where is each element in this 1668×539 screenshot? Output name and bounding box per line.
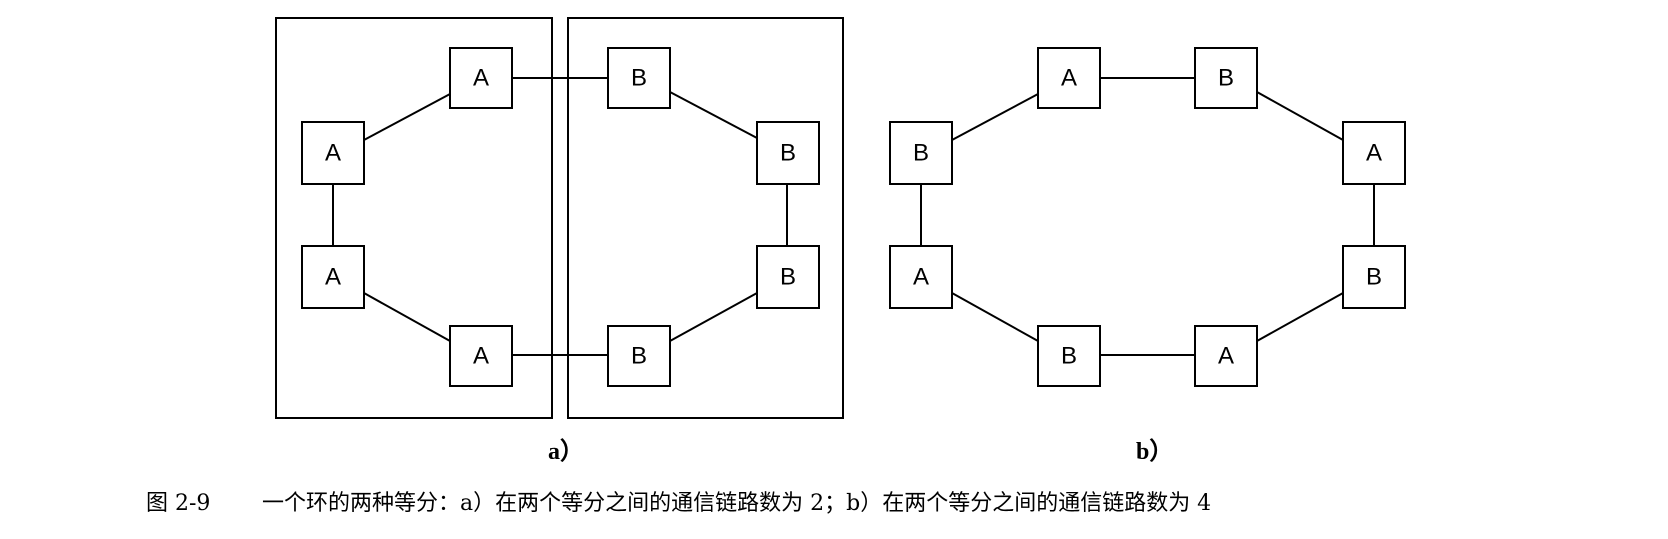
- ring-node: A: [889, 245, 953, 309]
- ring-node: A: [449, 325, 513, 387]
- node-label: B: [1218, 65, 1234, 92]
- partition-a-right: [567, 17, 844, 419]
- ring-node: B: [889, 121, 953, 185]
- ring-node: B: [1037, 325, 1101, 387]
- ring-node: B: [756, 245, 820, 309]
- ring-node: B: [607, 47, 671, 109]
- ring-node: A: [301, 121, 365, 185]
- edge-a1-a2: [363, 93, 451, 141]
- diagram-b: A B A B A B A B b）: [889, 47, 1406, 465]
- node-label: B: [631, 343, 647, 370]
- node-label: B: [780, 140, 796, 167]
- node-label: A: [473, 65, 489, 92]
- edge-b-node2-node1: [951, 93, 1039, 141]
- node-label: A: [1218, 343, 1234, 370]
- edge-b1-b2: [669, 91, 758, 139]
- ring-node: B: [1342, 245, 1406, 309]
- node-label: A: [325, 264, 341, 291]
- ring-node: B: [756, 121, 820, 185]
- node-label: B: [1061, 343, 1077, 370]
- diagram-b-label: b）: [1136, 438, 1173, 465]
- node-label: B: [780, 264, 796, 291]
- node-label: B: [1366, 264, 1382, 291]
- figure-caption: 图 2-9 一个环的两种等分：a）在两个等分之间的通信链路数为 2；b）在两个等…: [146, 491, 1211, 516]
- edge-b-node8-node5: [1256, 91, 1344, 141]
- edge-b-node6-node7: [1256, 292, 1344, 342]
- ring-node: B: [607, 325, 671, 387]
- node-label: A: [1366, 140, 1382, 167]
- edge-b3-b4: [669, 292, 758, 342]
- node-label: A: [325, 140, 341, 167]
- ring-node: A: [1194, 325, 1258, 387]
- ring-node: A: [301, 245, 365, 309]
- node-label: A: [473, 343, 489, 370]
- ring-node: A: [1037, 47, 1101, 109]
- ring-node: A: [449, 47, 513, 109]
- node-label: B: [631, 65, 647, 92]
- caption-text: 一个环的两种等分：a）在两个等分之间的通信链路数为 2；b）在两个等分之间的通信…: [262, 491, 1211, 516]
- edge-b-node4-node3: [951, 292, 1039, 342]
- edge-a4-a3: [363, 292, 451, 342]
- ring-node: B: [1194, 47, 1258, 109]
- node-label: B: [913, 140, 929, 167]
- ring-node: A: [1342, 121, 1406, 185]
- caption-number: 图 2-9: [146, 491, 210, 516]
- node-label: A: [913, 264, 929, 291]
- node-label: A: [1061, 65, 1077, 92]
- diagram-a: A A A A B B B B a）: [275, 17, 844, 465]
- diagram-a-label: a）: [548, 438, 584, 465]
- partition-a-left: [275, 17, 553, 419]
